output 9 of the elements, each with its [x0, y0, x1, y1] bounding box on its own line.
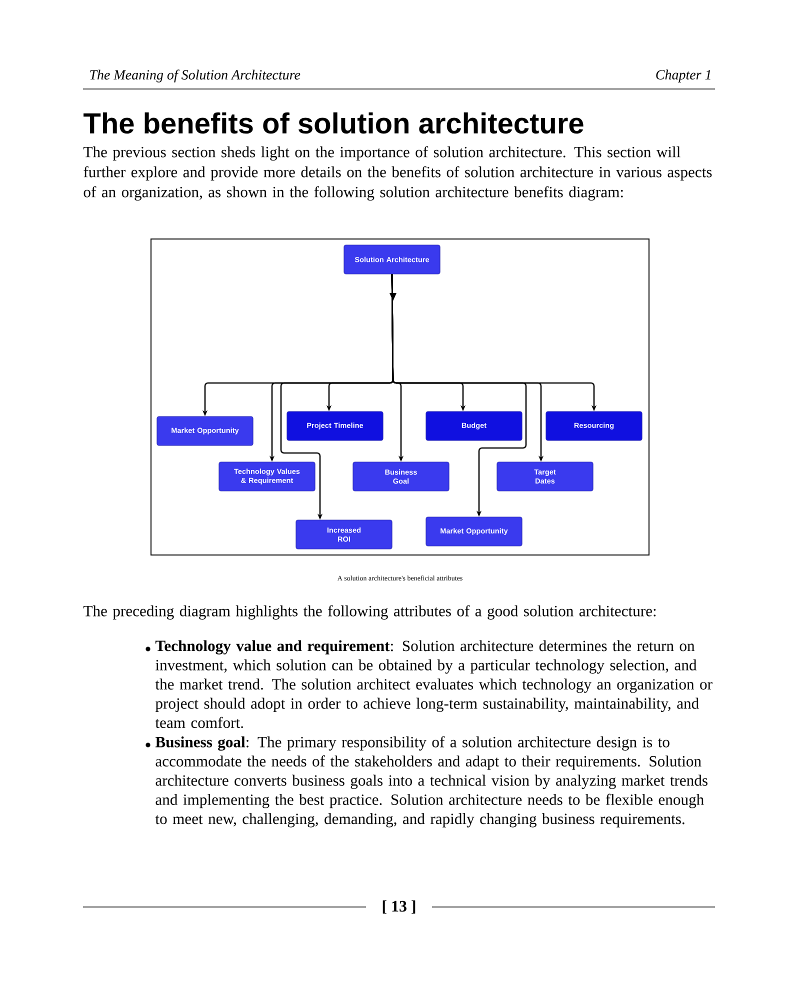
- heading: The benefits of solution architecture: [84, 112, 584, 134]
- list-item: Business goal: The primary responsibility of a solution architecture design is to accommodate the needs of the stakeholders and adapt to their requirements. Solution architecture converts business goals into a technical vision by analyzing market trends and implementing the best practice. Solution architecture needs to be flexible enough to meet new, challenging, demanding, and rapidly changing business requirements.: [146, 736, 708, 828]
- arrowhead: [390, 293, 396, 301]
- page-number: [ 13 ]: [382, 900, 416, 914]
- header-text: The Meaning of Solution Architecture: [90, 70, 300, 82]
- paragraph: The preceding diagram highlights the following attributes of a good solution architecture:: [83, 605, 656, 620]
- chapter-label: Chapter 1: [656, 70, 710, 82]
- list-item: Technology value and requirement: Solution architecture determines the return on investment, which solution can be obtained by a particular technology selection, and the market trend. The solution architect evaluates which technology an organization or project should adopt in order to achieve long-term sustainability, maintainability, and team comfort.: [146, 640, 712, 728]
- paragraph: The previous section sheds light on the importance of solution architecture. This section will further explore and provide more details on the benefits of solution architecture in various aspects of an organization, as shown in the following solution architecture benefits diagram:: [83, 146, 712, 201]
